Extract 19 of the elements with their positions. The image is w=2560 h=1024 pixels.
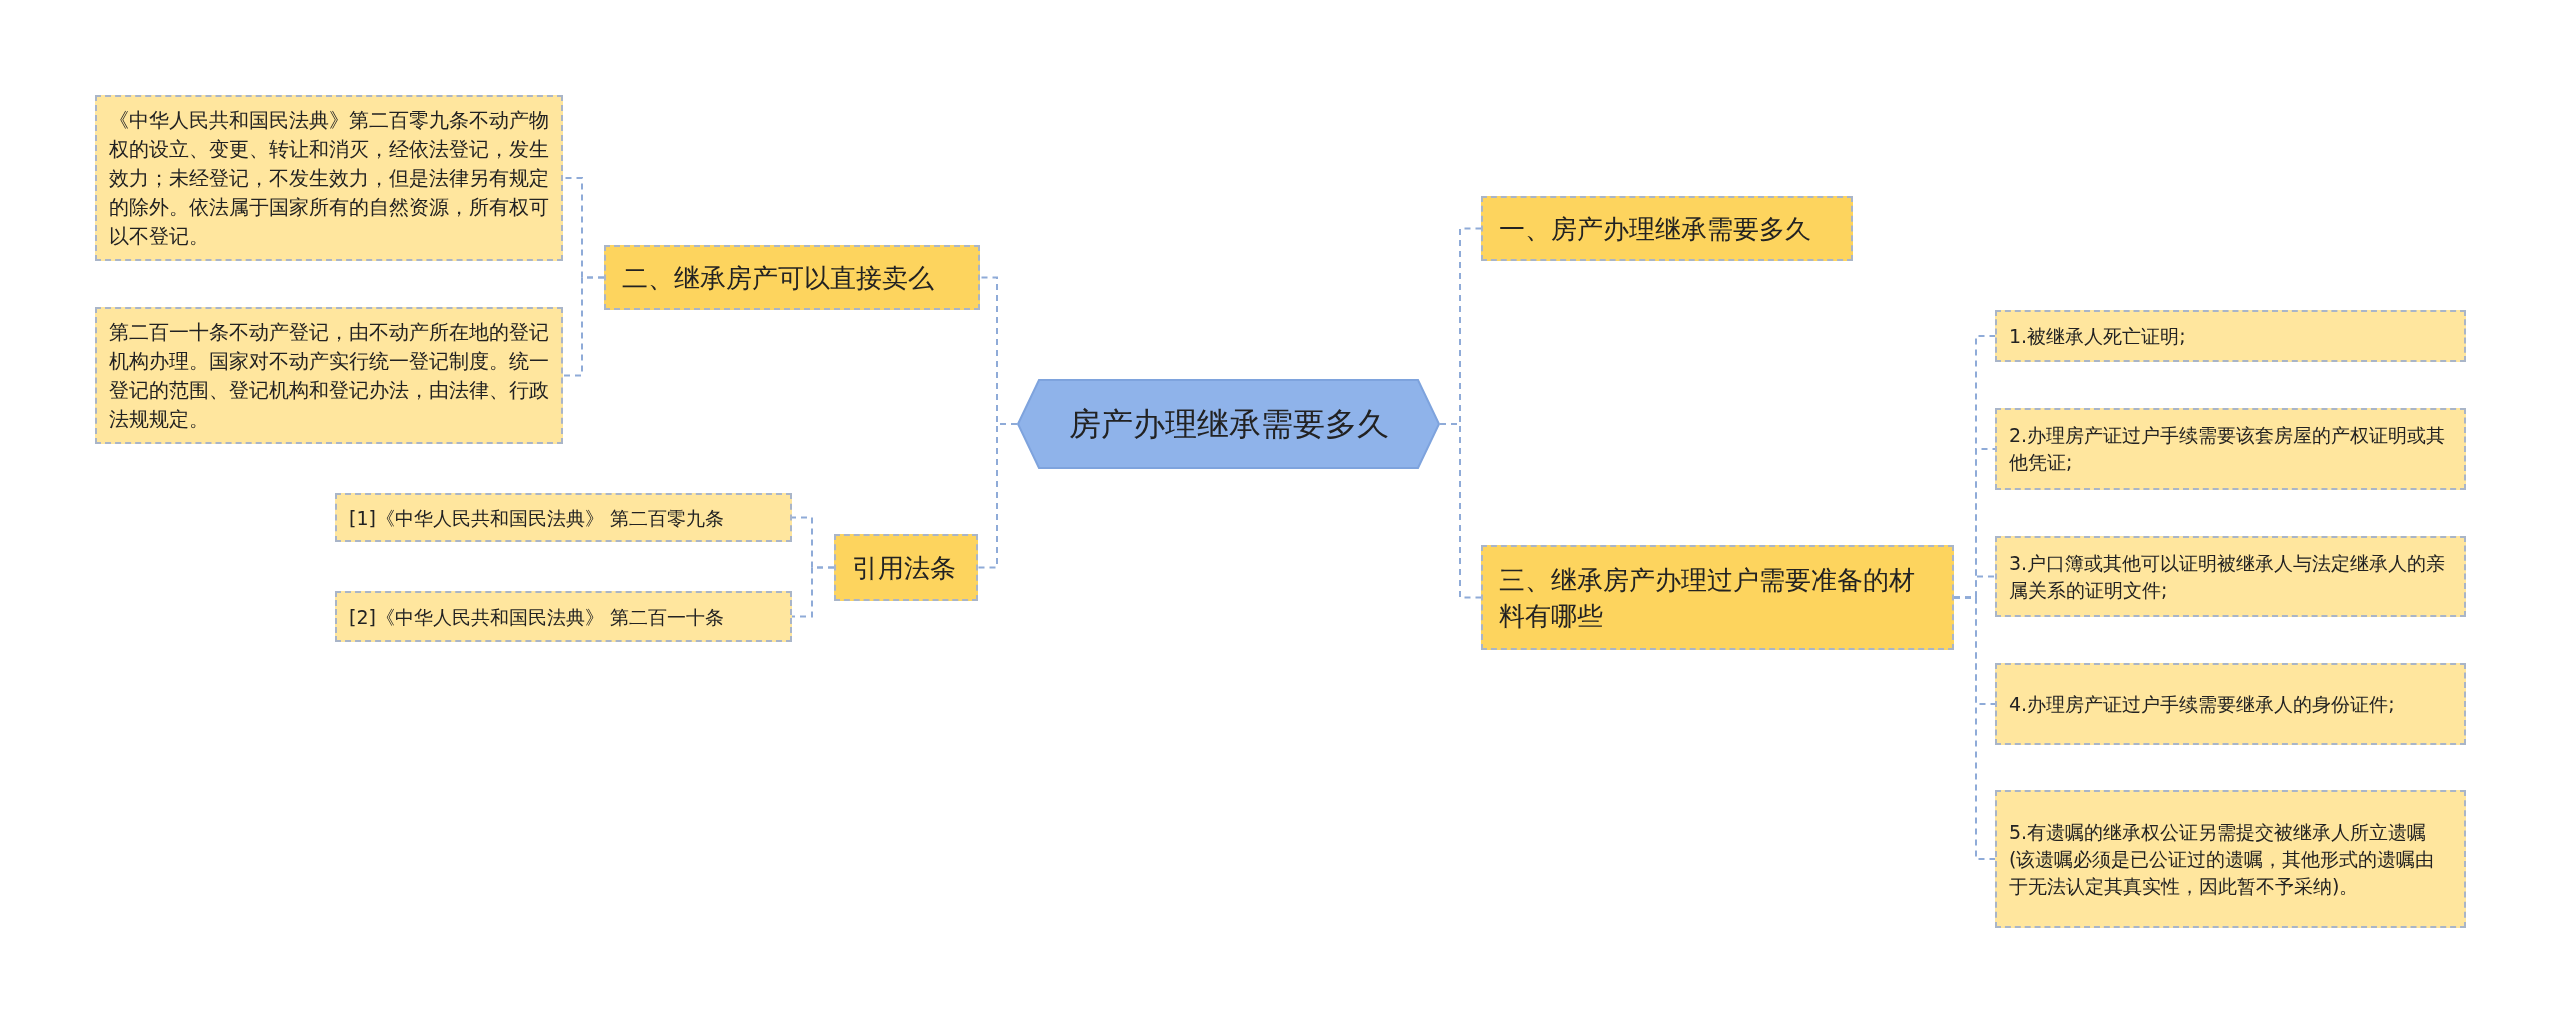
connector-line [1439, 423, 1482, 599]
topic-box: 一、房产办理继承需要多久 [1481, 196, 1853, 261]
reference-box: [1]《中华人民共和国民法典》 第二百零九条 [335, 493, 792, 542]
reference-box: [2]《中华人民共和国民法典》 第二百一十条 [335, 591, 792, 642]
detail-box: 3.户口簿或其他可以证明被继承人与法定继承人的亲属关系的证明文件; [1995, 536, 2466, 617]
connector-line [562, 276, 605, 377]
topic-box: 引用法条 [834, 534, 978, 601]
detail-box: 5.有遗嘱的继承权公证另需提交被继承人所立遗嘱(该遗嘱必须是已公证过的遗嘱，其他形式的遗嘱由于无法认定其真实性，因此暂不予采纳)。 [1995, 790, 2466, 928]
detail-box: 4.办理房产证过户手续需要继承人的身份证件; [1995, 663, 2466, 745]
detail-box: 《中华人民共和国民法典》第二百零九条不动产物权的设立、变更、转让和消灭，经依法登记，发生效力；未经登记，不发生效力，但是法律另有规定的除外。依法属于国家所有的自然资源，所有权可以不登记。 [95, 95, 563, 261]
detail-box: 第二百一十条不动产登记，由不动产所在地的登记机构办理。国家对不动产实行统一登记制度。统一登记的范围、登记机构和登记办法，由法律、行政法规规定。 [95, 307, 563, 444]
connector-line [977, 423, 1018, 569]
root-topic-text: 房产办理继承需要多久 [1068, 404, 1389, 445]
connector-line [791, 566, 835, 618]
detail-box: 1.被继承人死亡证明; [1995, 310, 2466, 362]
detail-box: 2.办理房产证过户手续需要该套房屋的产权证明或其他凭证; [1995, 408, 2466, 490]
connector-line [1953, 596, 1996, 860]
topic-box: 三、继承房产办理过户需要准备的材料有哪些 [1481, 545, 1954, 650]
topic-box: 二、继承房产可以直接卖么 [604, 245, 980, 310]
